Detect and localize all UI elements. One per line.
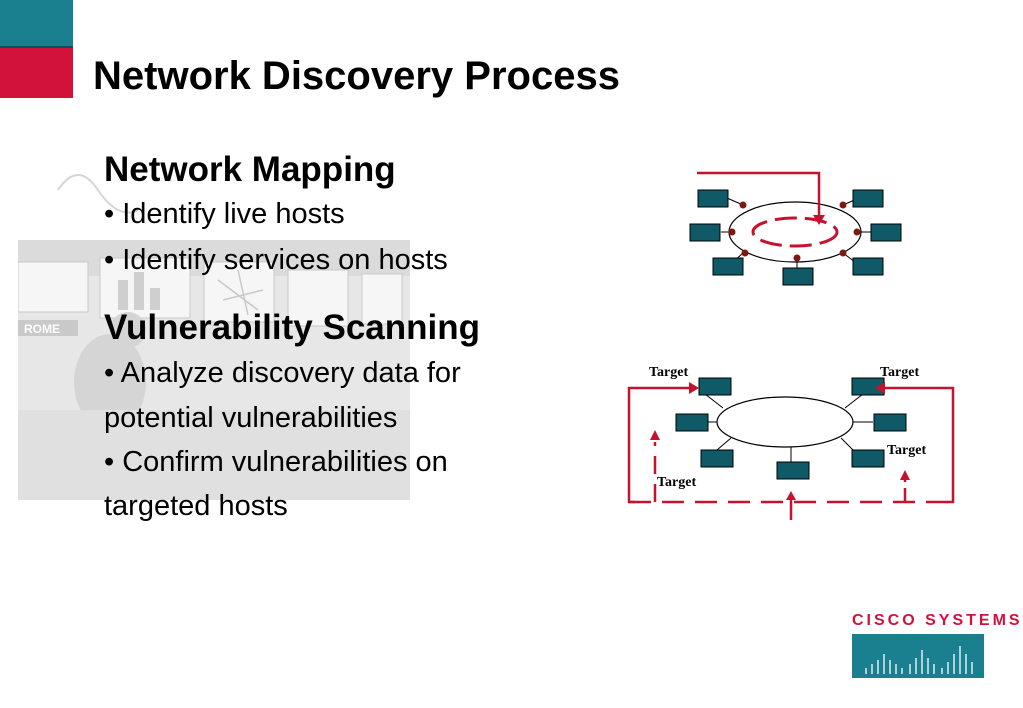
corner-red-block [0,48,73,98]
background-photo: ROME [18,174,410,500]
bullet-analyze-discovery: • Analyze discovery data for [104,357,461,389]
photo-sign: ROME [24,322,60,336]
section-heading-network-mapping: Network Mapping [104,150,396,189]
vulnerability-scanning-diagram: Target Target Target Target [627,365,955,520]
target-label-bottom-left: Target [657,475,696,490]
page-title: Network Discovery Process [93,54,620,98]
bullet-identify-live-hosts: • Identify live hosts [104,198,345,230]
target-label-top-left: Target [649,365,688,380]
section-heading-vulnerability-scanning: Vulnerability Scanning [104,308,480,347]
target-label-right: Target [887,443,926,458]
logo-text: CISCO SYSTEMS [852,612,1023,629]
bullet-confirm-vulnerabilities: • Confirm vulnerabilities on [104,446,448,478]
bullet-identify-services: • Identify services on hosts [104,244,448,276]
target-label-top-right: Target [880,365,919,380]
corner-teal-block [0,0,73,48]
slide-content: Network Mapping • Identify live hosts • … [104,150,574,526]
logo-bars-icon [852,634,984,678]
bullet-analyze-continuation: potential vulnerabilities [104,402,398,434]
cisco-logo: CISCO SYSTEMS [852,612,1020,678]
bullet-confirm-continuation: targeted hosts [104,490,288,522]
network-mapping-diagram [689,171,902,286]
